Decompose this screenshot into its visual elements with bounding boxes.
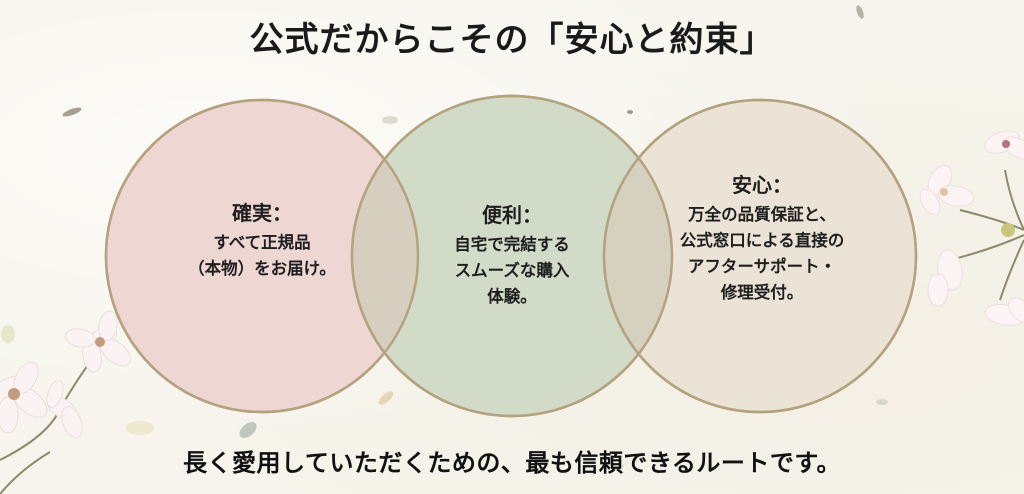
- certainty-heading: 確実：: [232, 201, 292, 225]
- page-title: 公式だからこその「安心と約束」: [249, 20, 775, 60]
- convenience-line-3: 体験。: [487, 287, 537, 306]
- convenience-line-2: スムーズな購入: [454, 261, 570, 280]
- certainty-line-2: （本物）をお届け。: [188, 259, 336, 278]
- convenience-text: 便利： 自宅で完結する スムーズな購入 体験。: [412, 200, 612, 310]
- certainty-line-1: すべて正規品: [213, 233, 311, 252]
- security-line-1: 万全の品質保証と、: [688, 205, 836, 224]
- security-line-4: 修理受付。: [720, 283, 804, 302]
- security-text: 安心： 万全の品質保証と、 公式窓口による直接の アフターサポート・ 修理受付。: [650, 170, 874, 306]
- convenience-line-1: 自宅で完結する: [454, 235, 570, 254]
- security-line-2: 公式窓口による直接の: [679, 231, 845, 250]
- convenience-heading: 便利：: [482, 203, 542, 227]
- cherry-blossom-left-icon: [0, 310, 154, 494]
- cherry-blossom-right-icon: [919, 130, 1024, 326]
- security-heading: 安心：: [732, 173, 792, 197]
- certainty-text: 確実： すべて正規品 （本物）をお届け。: [150, 198, 374, 282]
- tagline: 長く愛用していただくための、最も信頼できるルートです。: [183, 449, 841, 477]
- security-line-3: アフターサポート・: [687, 257, 837, 276]
